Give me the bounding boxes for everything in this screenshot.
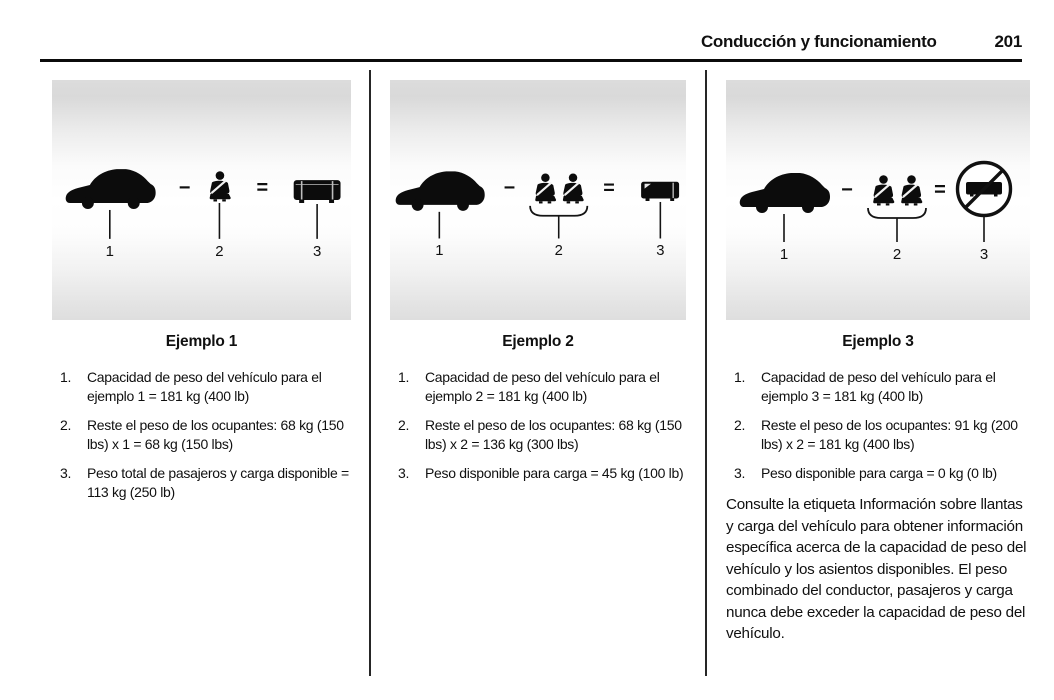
- page-number: 201: [994, 32, 1023, 51]
- item-number: 3.: [60, 465, 72, 481]
- list-item: 2. Reste el peso de los ocupantes: 68 kg…: [60, 416, 351, 454]
- list-item: 3. Peso disponible para carga = 45 kg (1…: [398, 464, 686, 483]
- minus-sign: −: [504, 177, 516, 199]
- no-cargo-icon: [955, 160, 1013, 218]
- car-icon: [395, 171, 485, 211]
- brace-icon: [867, 207, 927, 219]
- seatbelt-person-icon: [534, 172, 558, 205]
- example-column-3: − =: [707, 70, 1030, 676]
- list-item: 1. Capacidad de peso del vehículo para e…: [398, 368, 686, 406]
- seatbelt-person-icon: [872, 174, 896, 207]
- callout-number-2: 2: [893, 246, 901, 263]
- minus-sign: −: [179, 177, 191, 199]
- callout-number-1: 1: [435, 243, 443, 259]
- content-columns: − = 1 2 3 Ejemplo 1 1. Capacidad de peso…: [40, 70, 1030, 676]
- callout-number-1: 1: [780, 246, 788, 263]
- callout-number-1: 1: [106, 243, 114, 260]
- diagram-example-3: − =: [726, 80, 1030, 320]
- example-title: Ejemplo 1: [165, 333, 238, 350]
- equals-sign: =: [256, 177, 268, 199]
- weight-list: 1. Capacidad de peso del vehículo para e…: [52, 368, 351, 502]
- example-column-1: − = 1 2 3 Ejemplo 1 1. Capacidad de peso…: [40, 70, 371, 676]
- seatbelt-person-icon: [561, 172, 585, 205]
- list-item: 3. Peso disponible para carga = 0 kg (0 …: [734, 464, 1030, 483]
- item-number: 2.: [734, 417, 746, 433]
- list-item: 1. Capacidad de peso del vehículo para e…: [734, 368, 1030, 406]
- item-text: Reste el peso de los ocupantes: 68 kg (1…: [87, 417, 344, 452]
- item-number: 1.: [398, 369, 410, 385]
- item-text: Reste el peso de los ocupantes: 91 kg (2…: [761, 417, 1018, 452]
- example-title: Ejemplo 2: [502, 333, 574, 350]
- item-number: 1.: [734, 369, 746, 385]
- item-text: Capacidad de peso del vehículo para el e…: [761, 369, 996, 404]
- car-icon: [739, 173, 830, 213]
- callout-number-3: 3: [980, 246, 988, 263]
- callout-number-2: 2: [555, 243, 563, 259]
- seatbelt-person-icon: [900, 174, 924, 207]
- item-number: 1.: [60, 369, 72, 385]
- page-header: Conducción y funcionamiento 201: [40, 0, 1022, 62]
- equals-sign: =: [934, 179, 946, 201]
- example-title: Ejemplo 3: [842, 333, 914, 350]
- item-text: Peso disponible para carga = 45 kg (100 …: [425, 465, 684, 481]
- item-number: 3.: [398, 465, 410, 481]
- luggage-icon: [640, 181, 680, 202]
- diagram-example-1: − = 1 2 3: [52, 80, 351, 320]
- item-text: Capacidad de peso del vehículo para el e…: [87, 369, 322, 404]
- diagram-example-2: − = 1 2 3: [390, 80, 686, 320]
- item-text: Capacidad de peso del vehículo para el e…: [425, 369, 660, 404]
- list-item: 2. Reste el peso de los ocupantes: 91 kg…: [734, 416, 1030, 454]
- luggage-icon: [292, 179, 342, 204]
- seatbelt-person-icon: [208, 170, 232, 203]
- item-text: Reste el peso de los ocupantes: 68 kg (1…: [425, 417, 682, 452]
- list-item: 2. Reste el peso de los ocupantes: 68 kg…: [398, 416, 686, 454]
- item-text: Peso disponible para carga = 0 kg (0 lb): [761, 465, 997, 481]
- brace-icon: [529, 205, 589, 217]
- equals-sign: =: [603, 177, 615, 199]
- callout-number-2: 2: [215, 243, 223, 260]
- item-text: Peso total de pasajeros y carga disponib…: [87, 465, 349, 500]
- list-item: 1. Capacidad de peso del vehículo para e…: [60, 368, 351, 406]
- item-number: 2.: [398, 417, 410, 433]
- item-number: 3.: [734, 465, 746, 481]
- car-icon: [65, 169, 156, 209]
- weight-list: 1. Capacidad de peso del vehículo para e…: [390, 368, 686, 483]
- item-number: 2.: [60, 417, 72, 433]
- callout-number-3: 3: [656, 243, 664, 259]
- list-item: 3. Peso total de pasajeros y carga dispo…: [60, 464, 351, 502]
- note-paragraph: Consulte la etiqueta Información sobre l…: [726, 496, 1027, 642]
- example-column-2: − = 1 2 3 Ejemplo 2 1. Ca: [371, 70, 707, 676]
- weight-list: 1. Capacidad de peso del vehículo para e…: [726, 368, 1030, 483]
- callout-number-3: 3: [313, 243, 321, 260]
- section-title: Conducción y funcionamiento: [700, 32, 937, 51]
- minus-sign: −: [841, 179, 853, 201]
